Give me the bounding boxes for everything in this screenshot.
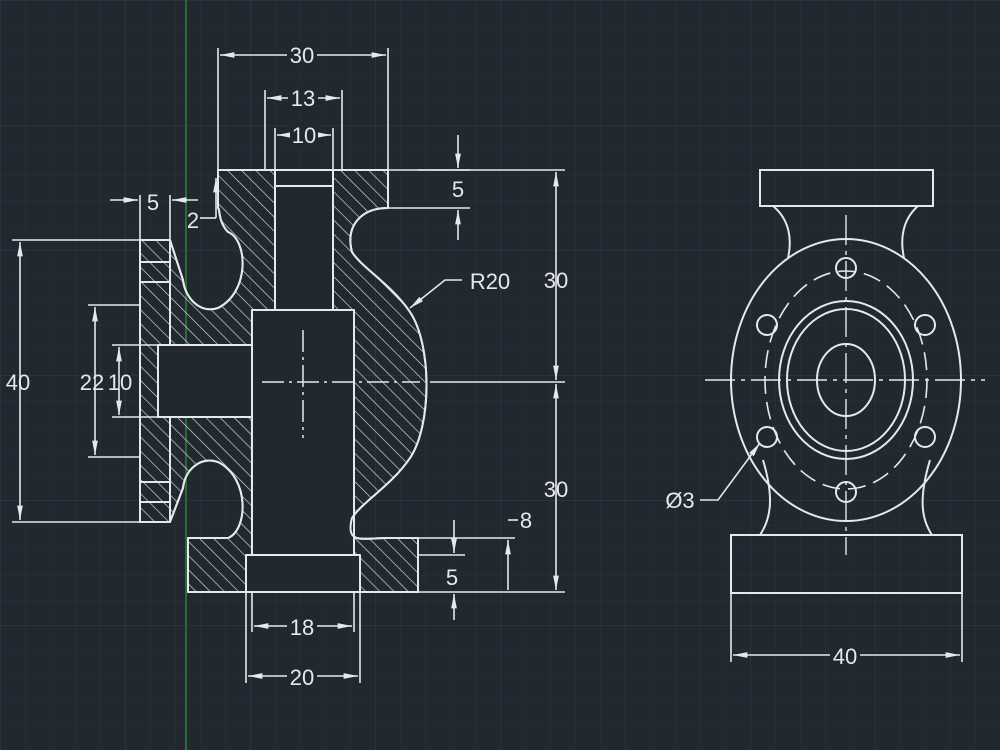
bolt-hole	[914, 314, 936, 336]
dim-text-d3: Ø3	[665, 488, 694, 513]
bolt-hole	[756, 426, 778, 448]
dim-text-40-left: 40	[6, 370, 30, 395]
dim-text-30-lower: 30	[544, 477, 568, 502]
dim-text-10-top: 10	[292, 123, 316, 148]
leader-r20	[409, 279, 462, 309]
dim-text-20: 20	[290, 665, 314, 690]
side-inlet-bore	[157, 344, 253, 418]
dim-text-5-flange: 5	[147, 190, 159, 215]
dim-text-8: 8	[520, 508, 532, 533]
side-top-flange	[759, 169, 934, 207]
bolt-hole	[914, 426, 936, 448]
side-lower-neck-right	[921, 459, 933, 536]
bottom-bore	[245, 554, 361, 593]
dim-text-18: 18	[290, 615, 314, 640]
dimension-text: 30 13 10 5 2 5 30 R20 30 40 22 10 8 5 18…	[6, 42, 860, 690]
side-view[interactable]	[705, 169, 985, 594]
dim-text-13: 13	[291, 86, 315, 111]
dim-text-30-upper: 30	[544, 268, 568, 293]
dim-text-40-side: 40	[833, 644, 857, 669]
leader-d3	[700, 442, 761, 501]
dim-text-5-top: 5	[452, 177, 464, 202]
top-bore	[274, 169, 334, 311]
dim-text-r20: R20	[470, 269, 510, 294]
dim-text-5-bottom: 5	[446, 565, 458, 590]
dim-text-2: 2	[187, 208, 199, 233]
section-view[interactable]	[139, 169, 428, 593]
side-base	[730, 534, 963, 594]
side-neck-left	[772, 205, 791, 259]
dim-text-30-top: 30	[290, 43, 314, 68]
side-neck-right	[901, 205, 919, 259]
dim-text-10-left: 10	[108, 370, 132, 395]
bolt-hole	[756, 314, 778, 336]
side-lower-neck-left	[759, 459, 771, 536]
dim-text-22: 22	[80, 370, 104, 395]
